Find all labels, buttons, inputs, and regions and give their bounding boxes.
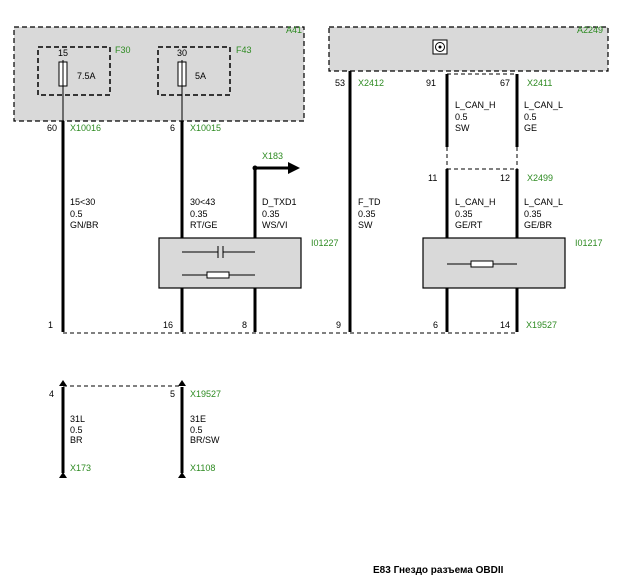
x2499-label: X2499: [527, 173, 553, 183]
pin-4: 4: [49, 389, 54, 399]
x1108-marker-icon: [178, 472, 186, 478]
x19527-label-top: X19527: [526, 320, 557, 330]
pin-53: 53: [335, 78, 345, 88]
wire-31e-size: 0.5: [190, 425, 203, 435]
wire-5-color: GE/RT: [455, 220, 483, 230]
f43-rating: 5A: [195, 71, 206, 81]
wire-31l-color: BR: [70, 435, 83, 445]
wire-2-signal: 30<43: [190, 197, 215, 207]
i01217-label: I01217: [575, 238, 603, 248]
pin-5: 5: [170, 389, 175, 399]
a2249-module: [328, 26, 609, 72]
x2412-label: X2412: [358, 78, 384, 88]
pin-12: 12: [500, 173, 510, 183]
wire-31l-signal: 31L: [70, 414, 85, 424]
wire-3-size: 0.35: [262, 209, 280, 219]
upper-can-h-signal: L_CAN_H: [455, 100, 496, 110]
wire-6-size: 0.35: [524, 209, 542, 219]
wire-4-size: 0.35: [358, 209, 376, 219]
f43-pin: 30: [177, 48, 187, 58]
wire-6-signal: L_CAN_L: [524, 197, 563, 207]
x10016-label: X10016: [70, 123, 101, 133]
wire-6-color: GE/BR: [524, 220, 553, 230]
wire-31e-color: BR/SW: [190, 435, 220, 445]
a41-label: A41: [286, 25, 302, 35]
wire-1-signal: 15<30: [70, 197, 95, 207]
pin-91: 91: [426, 78, 436, 88]
pin-14: 14: [500, 320, 510, 330]
i01227-box: [158, 237, 302, 289]
wire-31l-size: 0.5: [70, 425, 83, 435]
f30-fuse-box: [37, 46, 111, 96]
wire-5-size: 0.35: [455, 209, 473, 219]
wire-2-color: RT/GE: [190, 220, 217, 230]
pin-60: 60: [47, 123, 57, 133]
a2249-label: A2249: [577, 25, 603, 35]
pin-8: 8: [242, 320, 247, 330]
i01227-label: I01227: [311, 238, 339, 248]
upper-can-h-size: 0.5: [455, 112, 468, 122]
upper-can-l-color: GE: [524, 123, 537, 133]
wire-3-signal: D_TXD1: [262, 197, 297, 207]
f30-label: F30: [115, 45, 131, 55]
pin-11: 11: [428, 173, 437, 183]
pin-67: 67: [500, 78, 510, 88]
pin-9: 9: [336, 320, 341, 330]
arrow-right-icon: [288, 162, 300, 174]
x10015-label: X10015: [190, 123, 221, 133]
obd-socket-circle-icon: [435, 42, 445, 52]
x173-marker-icon: [59, 472, 67, 478]
pin-6-bottom: 6: [433, 320, 438, 330]
pin-6-top: 6: [170, 123, 175, 133]
f43-label: F43: [236, 45, 252, 55]
pin-4-marker-icon: [59, 380, 67, 386]
wire-5-signal: L_CAN_H: [455, 197, 496, 207]
resistor-icon: [206, 271, 230, 279]
f30-rating: 7.5A: [77, 71, 96, 81]
diagram-caption: E83 Гнездо разъема OBDII: [373, 565, 504, 576]
termination-resistor-icon: [470, 260, 494, 268]
upper-can-h-color: SW: [455, 123, 470, 133]
x183-label: X183: [262, 151, 283, 161]
wire-4-color: SW: [358, 220, 373, 230]
wire-4-signal: F_TD: [358, 197, 381, 207]
x1108-label: X1108: [190, 463, 215, 473]
wire-1-color: GN/BR: [70, 220, 99, 230]
wire-2-size: 0.35: [190, 209, 208, 219]
wire-31e-signal: 31E: [190, 414, 206, 424]
x173-label: X173: [70, 463, 91, 473]
wire-1-size: 0.5: [70, 209, 83, 219]
obd-socket-dot-icon: [438, 45, 442, 49]
i01217-box: [422, 237, 566, 289]
pin-16: 16: [163, 320, 173, 330]
x2411-label: X2411: [527, 78, 552, 88]
wire-3-color: WS/VI: [262, 220, 288, 230]
upper-can-l-signal: L_CAN_L: [524, 100, 563, 110]
pin-1: 1: [48, 320, 53, 330]
f30-pin: 15: [58, 48, 68, 58]
x19527-label-bottom: X19527: [190, 389, 221, 399]
pin-5-marker-icon: [178, 380, 186, 386]
f43-fuse-box: [157, 46, 231, 96]
upper-can-l-size: 0.5: [524, 112, 537, 122]
